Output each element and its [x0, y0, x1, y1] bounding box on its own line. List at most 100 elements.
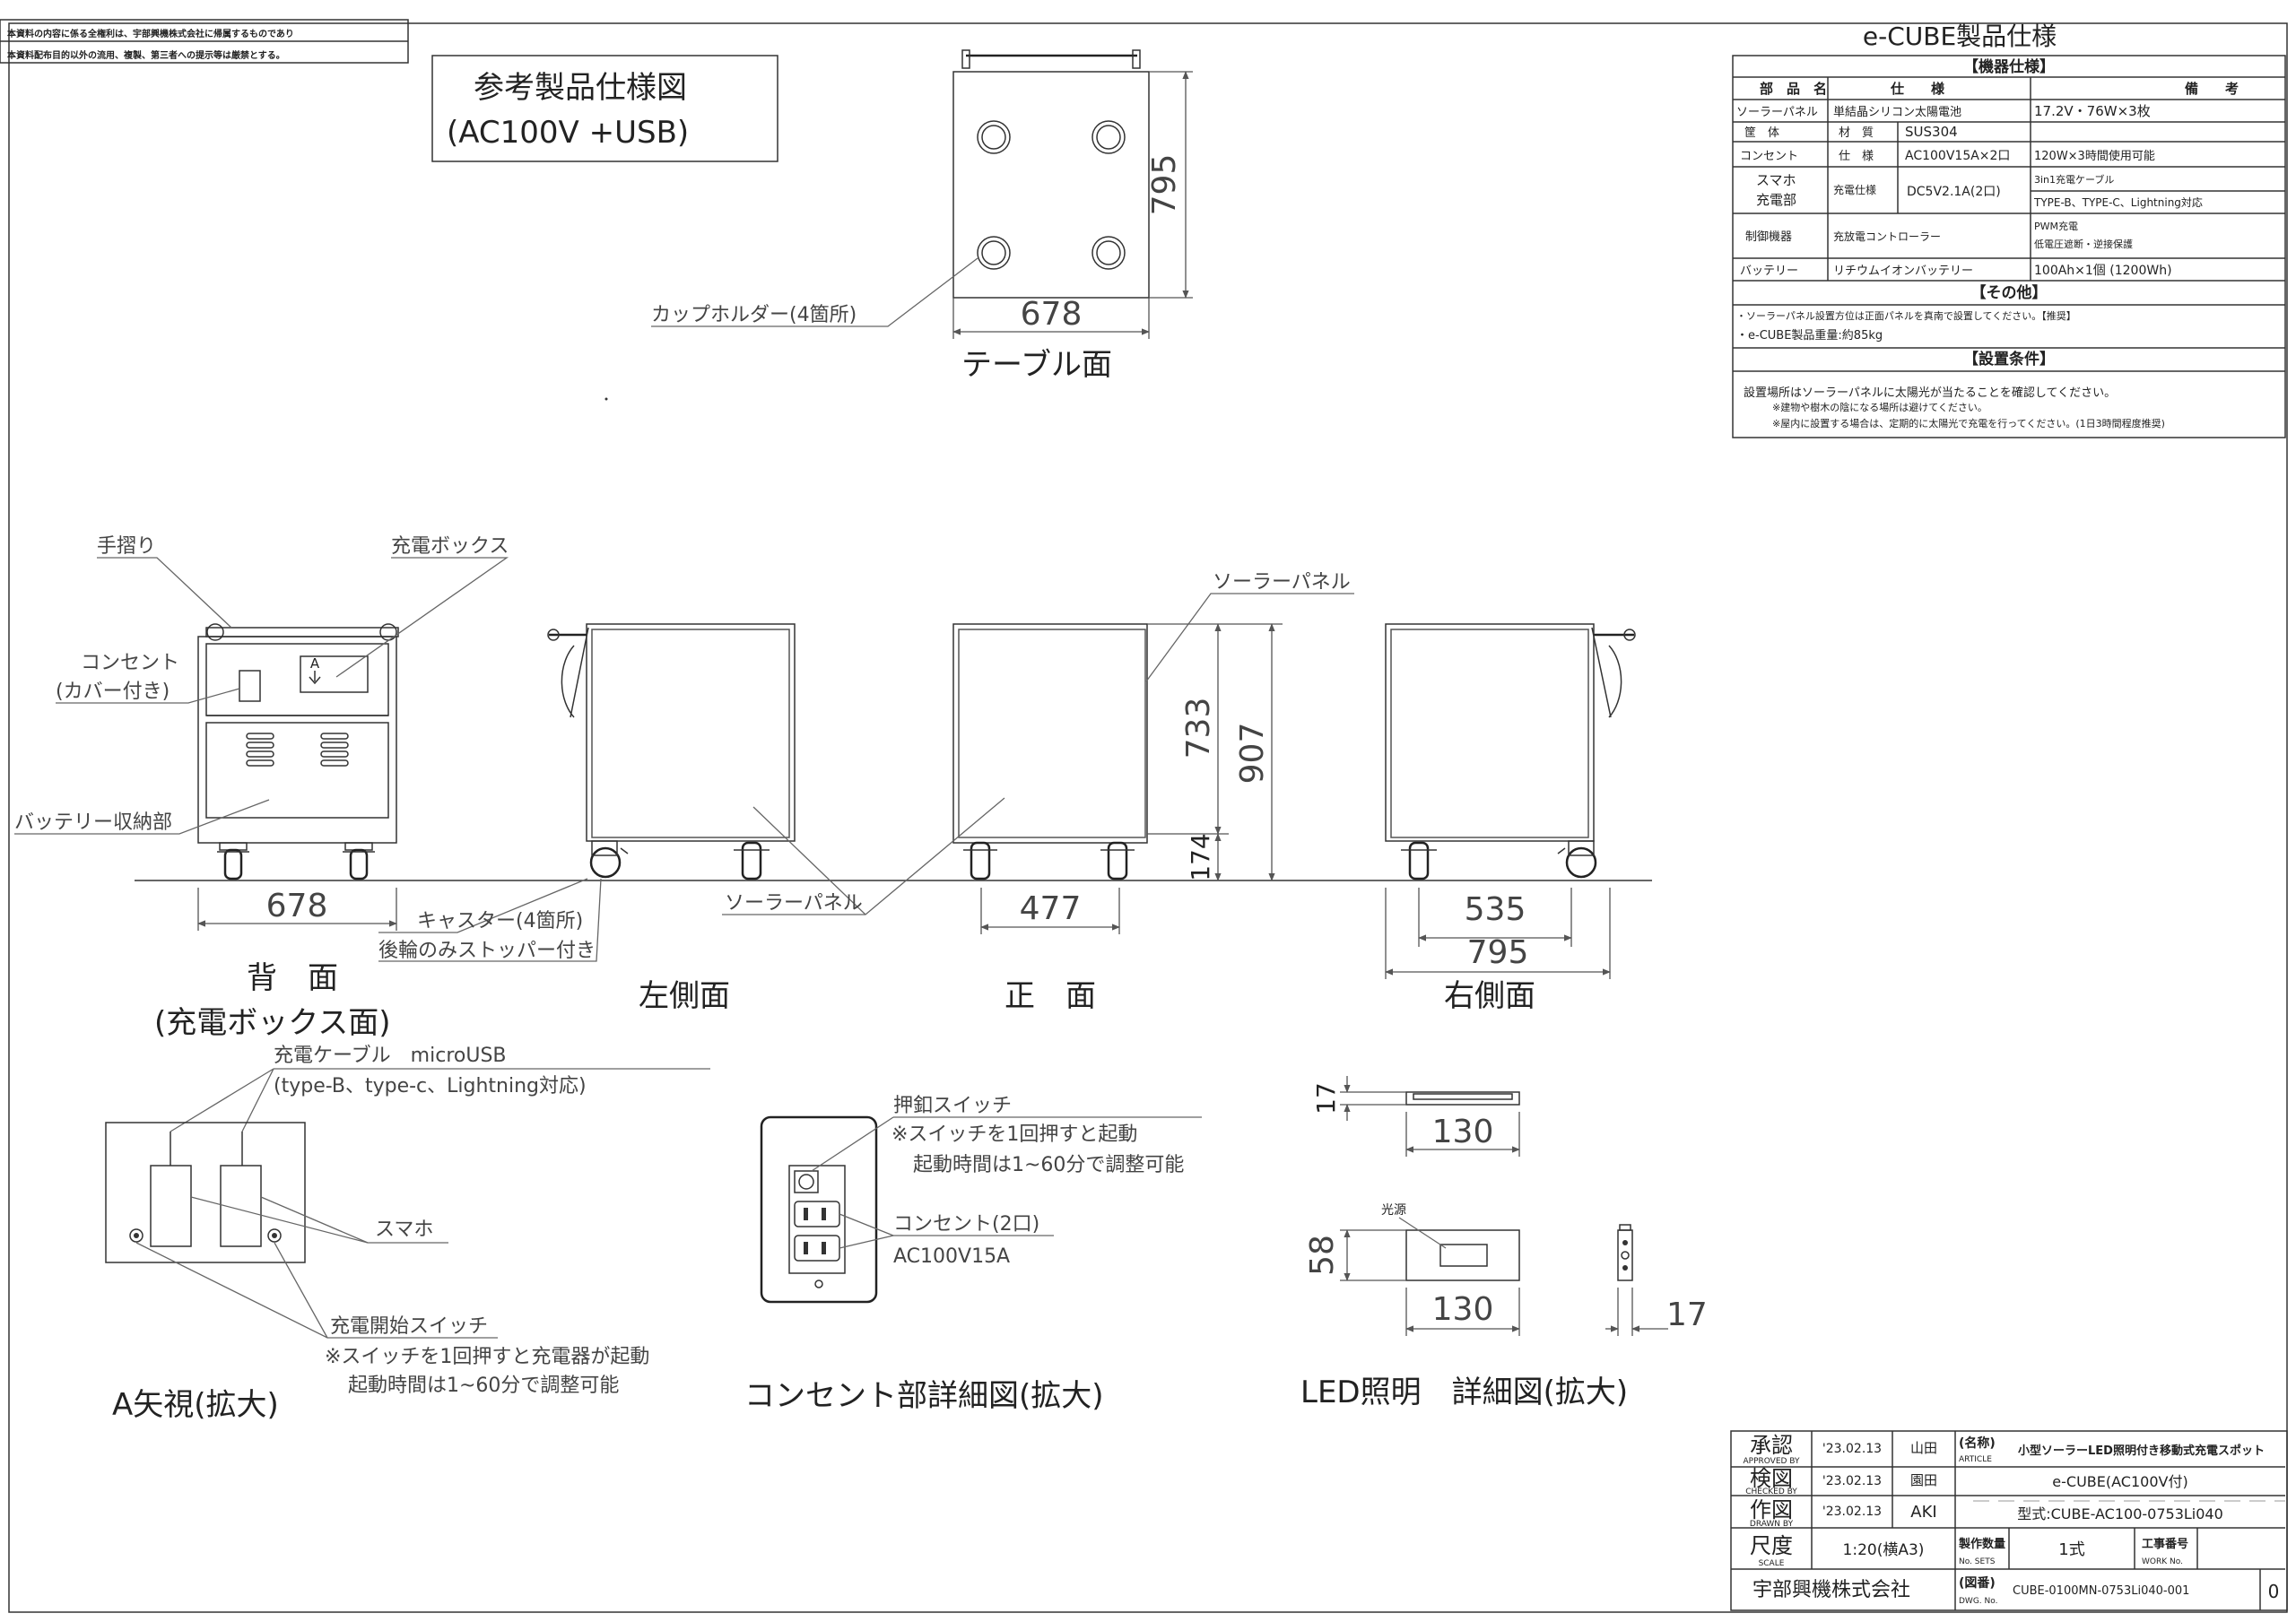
light-source-label: 光源	[1381, 1203, 1406, 1218]
battery-compartment	[205, 722, 389, 819]
spec-section-other: 【その他】	[1971, 283, 2048, 302]
back-casters	[217, 842, 375, 880]
dwg-sub: DWG. No.	[1959, 1597, 1997, 1606]
outlet-2port-label: コンセント(2口)	[893, 1213, 1039, 1236]
drawn-label: 作図	[1750, 1497, 1793, 1522]
spec-row3-spec: DC5V2.1A(2口)	[1907, 185, 2001, 199]
approved-name: 山田	[1910, 1440, 1937, 1456]
outlet-plate	[760, 1115, 878, 1304]
spec-install-2: ※建物や樹木の陰になる場所は避けてください。	[1772, 401, 1987, 413]
led-light-source	[1439, 1244, 1488, 1267]
company-name: 宇部興機株式会社	[1752, 1579, 1910, 1601]
title-block: 承認 APPROVED BY '23.02.13 山田 検図 CHECKED B…	[1730, 1430, 2288, 1611]
spec-row1-spec: SUS304	[1905, 124, 1958, 140]
spec-row5-remark: 100Ah×1個 (1200Wh)	[2034, 264, 2172, 278]
switch-note-2: 起動時間は1~60分で調整可能	[348, 1375, 619, 1397]
push-switch-note-2: 起動時間は1~60分で調整可能	[913, 1154, 1184, 1176]
arrow-a-label: A	[310, 655, 320, 672]
drawing-frame	[8, 22, 2288, 1613]
push-button-switch	[794, 1170, 819, 1193]
push-switch-note-1: ※スイッチを1回押すと起動	[891, 1123, 1137, 1146]
article-name: 小型ソーラーLED照明付き移動式充電スポット	[2018, 1444, 2265, 1458]
left-view-title: 左側面	[639, 978, 730, 1014]
spec-row3-part2: 充電部	[1756, 192, 1796, 208]
spec-row5-spec: リチウムイオンバッテリー	[1833, 265, 1973, 278]
switch-note-1: ※スイッチを1回押すと充電器が起動	[325, 1346, 649, 1368]
front-dim-733: 733	[1180, 698, 1217, 759]
qty-label: 製作数量	[1958, 1537, 2005, 1551]
revision: 0	[2268, 1581, 2280, 1602]
led-end-view	[1617, 1229, 1633, 1281]
table-top	[952, 71, 1150, 299]
article-model: e-CUBE(AC100V付)	[2052, 1473, 2187, 1490]
work-label: 工事番号	[2142, 1537, 2188, 1551]
a-view-title: A矢視(拡大)	[112, 1387, 279, 1423]
outlet-label-1: コンセント	[81, 652, 179, 674]
spec-row3-part: スマホ	[1756, 172, 1796, 188]
phone-label: スマホ	[375, 1219, 433, 1241]
solar-panel-label-top: ソーラーパネル	[1213, 571, 1351, 594]
spec-row1-sub: 材 質	[1839, 126, 1874, 140]
right-side-view: 535 795 右側面	[1385, 623, 1636, 1014]
spec-table: e-CUBE製品仕様 【機器仕様】 部 品 名 仕 様 備 考 ソーラーパネル …	[1732, 22, 2286, 438]
front-view-title: 正 面	[1004, 978, 1096, 1014]
charge-switch-left	[129, 1228, 144, 1243]
spec-row0-remark: 17.2V・76W×3枚	[2034, 103, 2151, 119]
caster-label-2: 後輪のみストッパー付き	[378, 940, 596, 962]
phone-right	[220, 1165, 262, 1247]
notice-line1: 本資料の内容に係る全権利は、宇部興機株式会社に帰属するものであり	[7, 28, 294, 39]
spec-row4-spec: 充放電コントローラー	[1833, 230, 1941, 243]
spec-section-equipment: 【機器仕様】	[1963, 57, 2055, 76]
led-dim-58: 58	[1304, 1235, 1341, 1276]
spec-row2-part: コンセント	[1740, 150, 1798, 163]
left-casters	[589, 840, 770, 880]
front-casters	[963, 841, 1135, 880]
right-view-title: 右側面	[1444, 978, 1535, 1014]
spec-row2-remark: 120W×3時間使用可能	[2034, 149, 2155, 163]
notice-line2: 本資料配布目的以外の流用、複製、第三者への提示等は厳禁とする。	[7, 49, 285, 61]
charge-switch-right	[267, 1228, 282, 1243]
outlet-socket-1	[794, 1201, 840, 1227]
led-dim-17a: 17	[1311, 1082, 1341, 1115]
drawn-name: AKI	[1910, 1503, 1936, 1522]
back-view: A 手摺り 充電ボックス コンセント (カバー付き)	[14, 535, 509, 1041]
back-view-subtitle: (充電ボックス面)	[154, 1005, 391, 1041]
approved-date: '23.02.13	[1822, 1442, 1882, 1456]
checked-label: 検図	[1750, 1466, 1793, 1491]
outlet-detail: 押釦スイッチ ※スイッチを1回押すと起動 起動時間は1~60分で調整可能 コンセ…	[744, 1095, 1202, 1414]
handrail-label: 手摺り	[97, 535, 156, 558]
table-dim-width: 678	[1021, 296, 1083, 333]
vent-slots	[246, 733, 349, 767]
drawn-date: '23.02.13	[1822, 1505, 1882, 1519]
work-sub: WORK No.	[2142, 1557, 2183, 1566]
back-handrail	[205, 627, 399, 638]
ref-title-line2: (AC100V +USB)	[447, 115, 689, 151]
right-dim-795: 795	[1467, 934, 1529, 971]
outlet-detail-title: コンセント部詳細図(拡大)	[744, 1378, 1104, 1414]
dwg-number: CUBE-0100MN-0753Li040-001	[2013, 1584, 2189, 1598]
caster-label-1: キャスター(4箇所)	[417, 910, 583, 932]
a-view-detail: 充電ケーブル microUSB (type-B、type-c、Lightning…	[105, 1045, 710, 1423]
table-view: カップホルダー(4箇所) 678 795 テーブル面	[651, 49, 1193, 383]
spec-row5-part: バッテリー	[1740, 265, 1798, 278]
solar-panel-label-mid: ソーラーパネル	[725, 892, 863, 915]
front-frame	[952, 623, 1148, 844]
left-frame	[586, 623, 796, 842]
led-dim-17b: 17	[1666, 1297, 1708, 1333]
phone-left	[150, 1165, 192, 1247]
outlet-label-2: (カバー付き)	[56, 681, 170, 703]
charge-box	[205, 643, 389, 716]
article-label: (名称)	[1959, 1436, 1996, 1451]
cup-holders	[977, 120, 1126, 270]
right-casters	[1401, 840, 1597, 880]
spec-row2-sub: 仕 様	[1839, 150, 1874, 163]
back-dim-width: 678	[266, 888, 328, 924]
left-solar-panel	[591, 629, 790, 838]
model-number: 型式:CUBE-AC100-0753Li040	[2017, 1505, 2223, 1522]
push-switch-label: 押釦スイッチ	[893, 1095, 1012, 1117]
front-solar-panel	[958, 629, 1146, 838]
table-dim-depth: 795	[1146, 154, 1183, 216]
scale-label: 尺度	[1750, 1533, 1793, 1558]
qty-value: 1式	[2058, 1540, 2084, 1559]
